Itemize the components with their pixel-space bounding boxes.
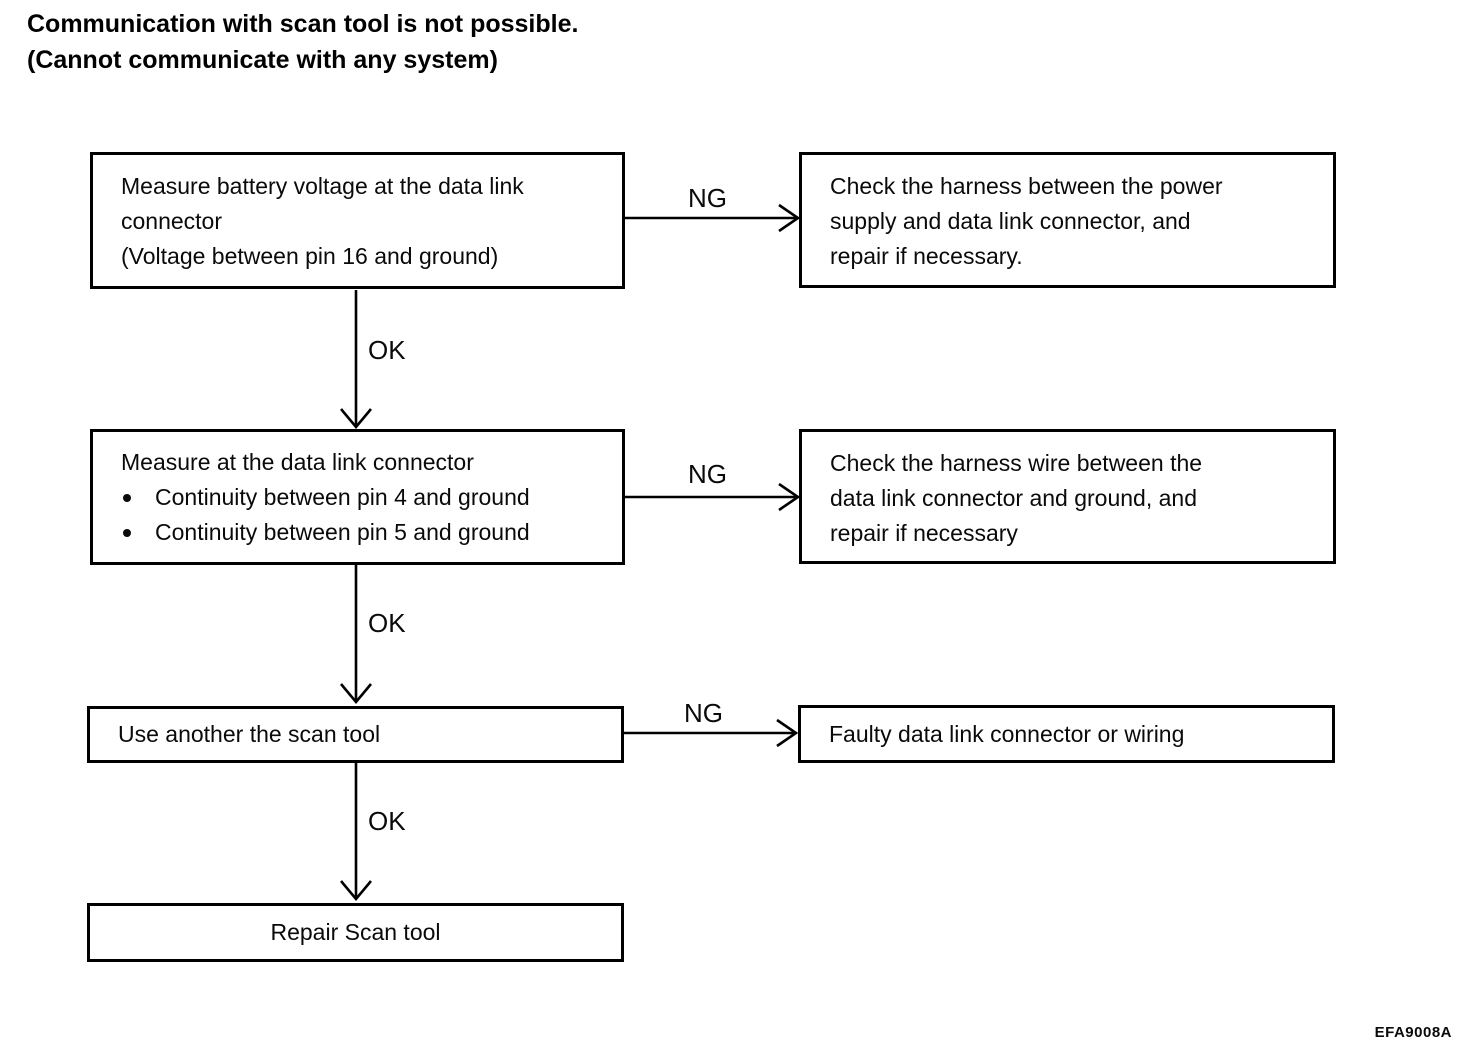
flow-box-text-line: repair if necessary — [830, 520, 1018, 546]
flow-box-text-line: Repair Scan tool — [270, 919, 441, 945]
bullet-text: Continuity between pin 5 and ground — [155, 519, 530, 545]
bullet-item: Continuity between pin 4 and ground — [121, 480, 598, 515]
ng-label-1: NG — [688, 183, 727, 213]
flow-box-text-line: supply and data link connector, and — [830, 208, 1191, 234]
flow-box-check-ground-harness: Check the harness wire between the data … — [799, 429, 1336, 564]
ng-label-2: NG — [688, 459, 727, 489]
page-title: Communication with scan tool is not poss… — [27, 6, 578, 78]
flow-box-measure-continuity: Measure at the data link connector Conti… — [90, 429, 625, 565]
flow-box-use-another-scan-tool: Use another the scan tool — [87, 706, 624, 763]
flow-box-text-line: connector — [121, 208, 223, 234]
ok-label-3: OK — [368, 806, 406, 836]
arrow-step3-ok — [340, 763, 372, 902]
flow-box-text-line: repair if necessary. — [830, 243, 1023, 269]
flow-box-repair-scan-tool: Repair Scan tool — [87, 903, 624, 962]
figure-code: EFA9008A — [1374, 1024, 1452, 1041]
page-title-line2: (Cannot communicate with any system) — [27, 46, 498, 74]
ok-label-1: OK — [368, 335, 406, 365]
arrow-step1-ok — [340, 290, 372, 430]
arrow-step2-ok — [340, 565, 372, 705]
flow-box-text-line: Check the harness between the power — [830, 173, 1223, 199]
flow-box-text-line: Measure at the data link connector — [121, 449, 474, 475]
flow-box-measure-voltage: Measure battery voltage at the data link… — [90, 152, 625, 289]
flow-box-text-line: Check the harness wire between the — [830, 450, 1203, 476]
bullet-item: Continuity between pin 5 and ground — [121, 515, 598, 550]
flow-box-faulty-connector: Faulty data link connector or wiring — [798, 705, 1335, 763]
flow-box-text-line: Measure battery voltage at the data link — [121, 173, 524, 199]
flow-box-text-line: Use another the scan tool — [118, 721, 381, 747]
flow-box-check-power-harness: Check the harness between the power supp… — [799, 152, 1336, 288]
bullet-text: Continuity between pin 4 and ground — [155, 484, 530, 510]
ok-label-2: OK — [368, 608, 406, 638]
ng-label-3: NG — [684, 698, 723, 728]
flow-box-text-line: (Voltage between pin 16 and ground) — [121, 243, 499, 269]
bullet-icon — [123, 493, 131, 502]
bullet-icon — [123, 528, 131, 537]
page-title-line1: Communication with scan tool is not poss… — [27, 10, 579, 38]
flow-box-text-line: data link connector and ground, and — [830, 485, 1197, 511]
flow-box-text-line: Faulty data link connector or wiring — [829, 720, 1185, 747]
